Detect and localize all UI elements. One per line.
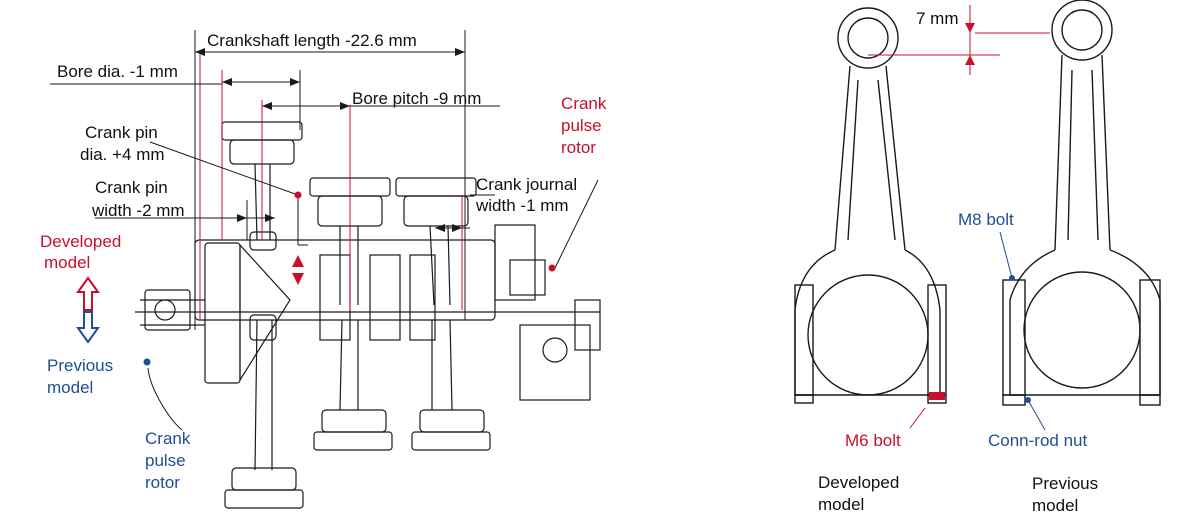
crank-pulse-bottom-label-1: Crank	[145, 429, 191, 448]
offset-label: 7 mm	[916, 9, 959, 28]
crank-pulse-bottom-label-3: rotor	[145, 473, 180, 492]
previous-model-label-1: Previous	[1032, 474, 1099, 493]
previous-label-2: model	[47, 378, 94, 397]
crank-journal-label-1: Crank journal	[476, 175, 578, 194]
m8-bolt-label: M8 bolt	[958, 210, 1014, 229]
bore-pitch-label: Bore pitch -9 mm	[352, 89, 482, 108]
crank-pulse-bottom-label-2: pulse	[145, 451, 186, 470]
developed-label-1: Developed	[40, 232, 122, 251]
crank-pin-width-label-1: Crank pin	[95, 178, 168, 197]
piston-bottom-3	[411, 319, 491, 451]
crank-pulse-top-label-3: rotor	[561, 138, 596, 157]
piston-top-3	[395, 177, 477, 306]
developed-label-2: model	[44, 253, 91, 272]
crank-journal-label-2: width -1 mm	[476, 196, 569, 215]
crank-flange	[204, 242, 241, 384]
developed-model-label-2: model	[818, 495, 865, 514]
left-pulse-rotor	[144, 289, 191, 331]
previous-arrow	[76, 311, 100, 344]
piston-bottom-2	[313, 319, 393, 451]
crankshaft-length-label: Crankshaft length -22.6 mm	[207, 31, 417, 50]
conn-rod-previous	[1002, 0, 1161, 406]
red-markers	[292, 191, 556, 285]
offset-dimension	[868, 5, 1050, 75]
m6-bolt-label: M6 bolt	[845, 431, 901, 450]
bolt-markers	[929, 275, 1031, 403]
nut-leader	[1027, 399, 1046, 431]
crank-pin-width-label-2: width -2 mm	[92, 201, 185, 220]
crank-pin-dia-label-2: dia. +4 mm	[80, 145, 165, 164]
developed-arrow	[76, 276, 100, 311]
m6-leader	[909, 407, 926, 429]
red-centerlines	[199, 50, 463, 320]
conn-rod-developed	[794, 7, 947, 404]
blue-markers	[143, 358, 151, 366]
dimension-arrows	[195, 48, 465, 232]
m8-leader	[999, 231, 1013, 279]
model-arrows	[76, 276, 100, 344]
developed-model-label-1: Developed	[818, 473, 900, 492]
previous-model-label-2: model	[1032, 496, 1079, 515]
bore-dia-label: Bore dia. -1 mm	[57, 62, 178, 81]
crank-pulse-top-label-1: Crank	[561, 94, 607, 113]
crank-pulse-top-label-2: pulse	[561, 116, 602, 135]
conn-rod-nut-label: Conn-rod nut	[988, 431, 1088, 450]
crankshaft-assembly	[135, 121, 601, 509]
previous-label-1: Previous	[47, 356, 114, 375]
crank-pin-dia-label-1: Crank pin	[85, 123, 158, 142]
dimension-lines	[50, 30, 599, 431]
right-drive-end	[494, 224, 536, 301]
piston-bottom-1	[224, 314, 304, 509]
offset-arrows	[965, 23, 975, 65]
